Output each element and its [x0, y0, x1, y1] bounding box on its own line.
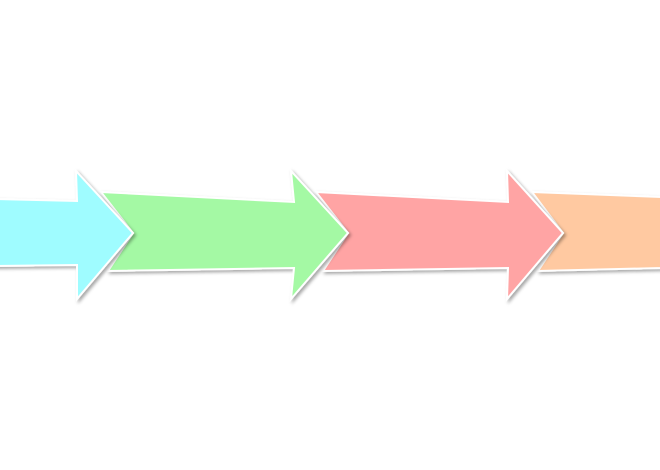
arrow-step-2 — [98, 168, 350, 303]
arrow-step-1 — [0, 168, 135, 302]
arrow-step-3 — [313, 168, 565, 302]
